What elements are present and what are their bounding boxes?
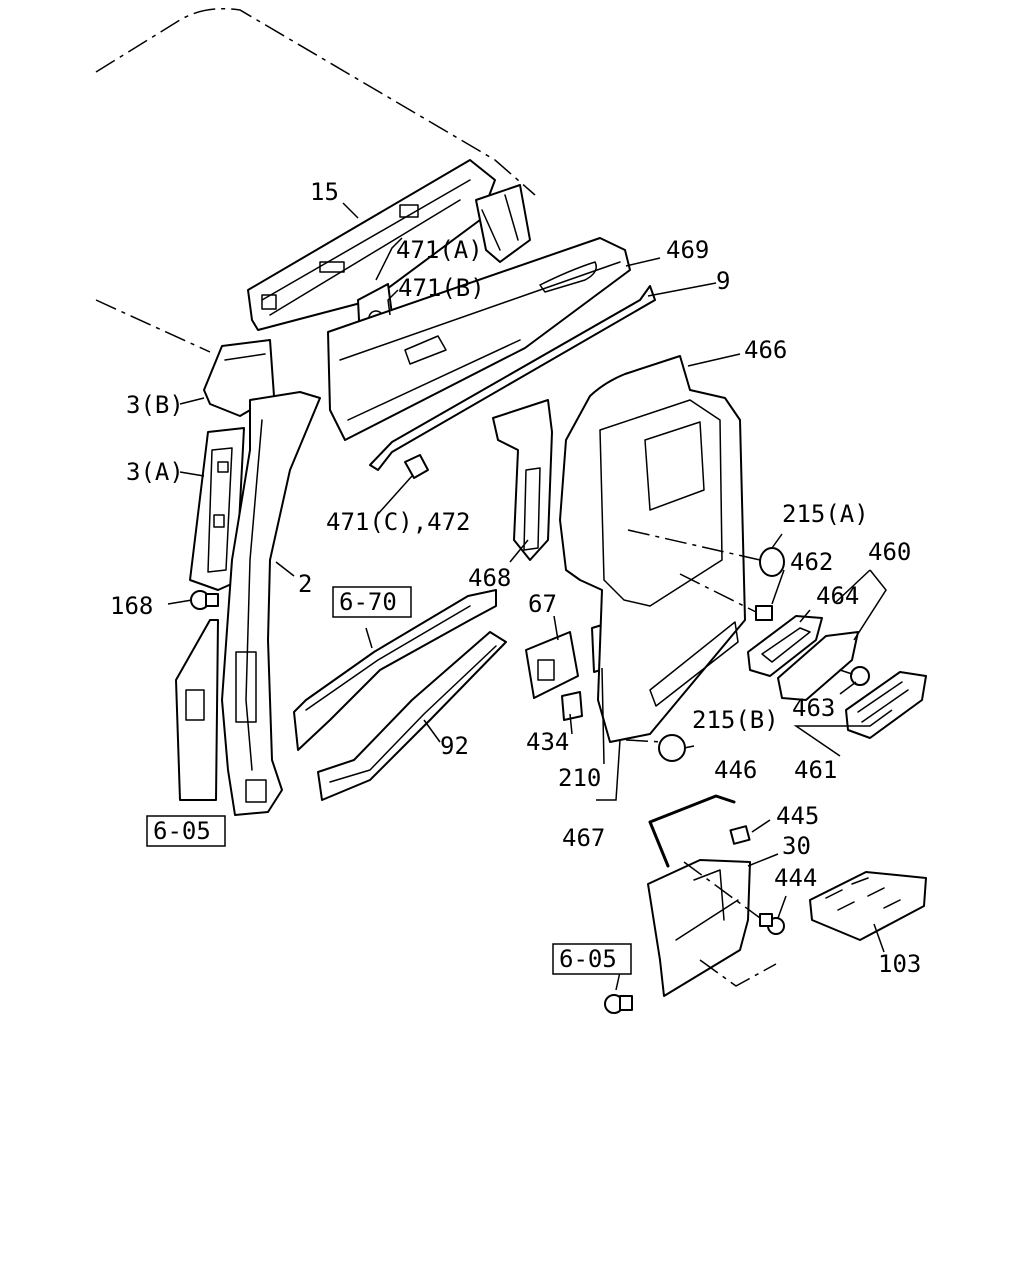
label-464: 464 <box>816 582 859 610</box>
part-466-rear-door <box>559 355 746 743</box>
part-462-clip <box>755 605 773 621</box>
label-468: 468 <box>468 564 511 592</box>
label-2: 2 <box>298 570 312 598</box>
part-468-lock-pillar <box>492 399 553 561</box>
part-461-handle-cover <box>845 671 927 739</box>
label-446: 446 <box>714 756 757 784</box>
label-467: 467 <box>562 824 605 852</box>
ref-label-6-05-left: 6-05 <box>153 817 211 845</box>
label-168: 168 <box>110 592 153 620</box>
reference-box-6-70: 6-70 <box>332 586 412 618</box>
part-103-step-pad <box>809 871 927 941</box>
label-469: 469 <box>666 236 709 264</box>
alignment-lines <box>625 529 777 987</box>
part-464-handle-base <box>747 615 823 677</box>
phantom-roof-outline <box>95 8 536 353</box>
part-67-bracket <box>525 631 579 699</box>
label-466: 466 <box>744 336 787 364</box>
part-92-floor-rail <box>317 631 507 801</box>
label-445: 445 <box>776 802 819 830</box>
reference-box-6-05-right: 6-05 <box>552 943 632 975</box>
label-471a: 471(A) <box>396 236 483 264</box>
label-444: 444 <box>774 864 817 892</box>
reference-box-6-05-left: 6-05 <box>146 815 226 847</box>
ref-label-6-05-right: 6-05 <box>559 945 617 973</box>
part-460-handle-assy <box>777 631 859 701</box>
part-15-roof-rail <box>247 159 496 331</box>
ref-label-6-70: 6-70 <box>339 588 397 616</box>
label-215b: 215(B) <box>692 706 779 734</box>
label-460: 460 <box>868 538 911 566</box>
label-463: 463 <box>792 694 835 722</box>
label-210: 210 <box>558 764 601 792</box>
part-469-side-rail <box>327 237 631 441</box>
part-446-rod <box>648 794 736 868</box>
part-215b-bumper <box>658 734 686 762</box>
label-471c-472: 471(C),472 <box>326 508 471 536</box>
part-215a-bumper <box>759 547 785 577</box>
part-168-bolt <box>190 590 219 610</box>
label-67: 67 <box>528 590 557 618</box>
part-434-clip <box>561 691 583 721</box>
label-215a: 215(A) <box>782 500 869 528</box>
label-3b: 3(B) <box>126 391 184 419</box>
part-471c-clip <box>404 454 429 479</box>
part-444-bolt <box>759 913 785 935</box>
part-6-70-floor-rail <box>293 589 497 751</box>
label-103: 103 <box>878 950 921 978</box>
part-445-clip <box>729 825 751 845</box>
label-9: 9 <box>716 267 730 295</box>
callout-labels: 15 471(A) 471(B) 469 9 466 3(B) 3(A) 471… <box>110 178 921 978</box>
label-3a: 3(A) <box>126 458 184 486</box>
label-92: 92 <box>440 732 469 760</box>
part-2-b-pillar <box>221 391 321 816</box>
part-463-screw <box>839 666 870 686</box>
label-434: 434 <box>526 728 569 756</box>
part-30-step-bracket <box>647 859 751 997</box>
label-30: 30 <box>782 832 811 860</box>
part-9-trim-strip <box>369 285 656 471</box>
part-lower-pillar-panel <box>175 619 219 801</box>
part-6-05-bolt <box>604 994 633 1014</box>
part-471a-bracket <box>475 184 531 263</box>
label-471b: 471(B) <box>398 274 485 302</box>
label-15: 15 <box>310 178 339 206</box>
leader-lines <box>167 202 893 991</box>
label-461: 461 <box>794 756 837 784</box>
label-462: 462 <box>790 548 833 576</box>
